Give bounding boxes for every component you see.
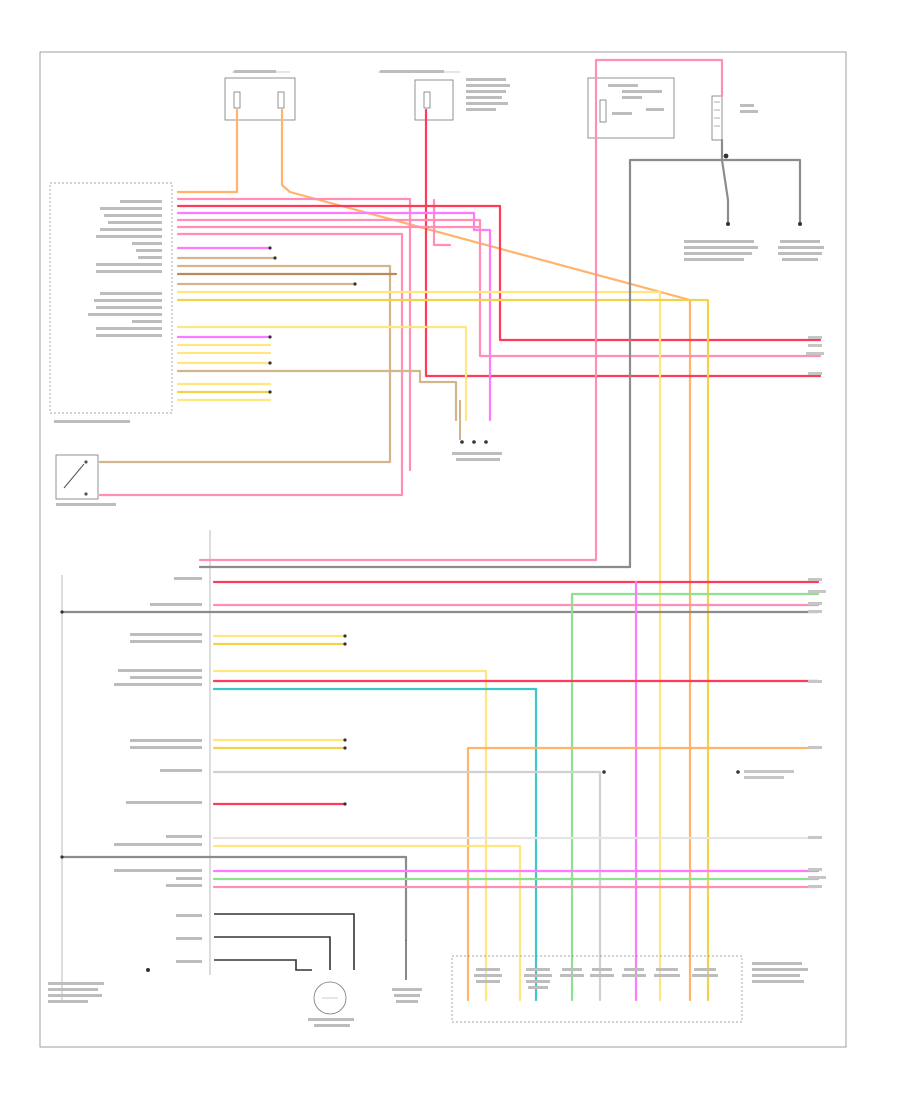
wire-pcm-dark-4 (214, 936, 331, 970)
wire-red-loop-pdb (594, 58, 724, 142)
wire-dark-ground-b (720, 158, 802, 224)
wire-row-19-tan (176, 369, 458, 422)
wire-row-1-pink (176, 197, 412, 472)
wire-row-14-yellow (176, 325, 468, 422)
bottom-sensor-labels (474, 962, 808, 989)
pcm-pin-labels (48, 577, 202, 1003)
wire-orange-fuse-a (176, 108, 239, 194)
wire-orange-fuse-b (280, 108, 692, 1002)
control-module-pin-labels (54, 200, 162, 423)
battery (711, 95, 723, 141)
control-module-box (49, 182, 173, 414)
switch-icon (55, 454, 116, 506)
wire-pink-run-branch (432, 198, 452, 247)
power-distribution-box (587, 77, 675, 139)
fuse-block-hot-at-all-times (224, 71, 296, 121)
motor-icon (308, 981, 354, 1027)
wire-row-4-pink (176, 218, 822, 358)
data-link-connector (452, 400, 502, 461)
wire-pcm-dark-3 (214, 913, 355, 970)
wire-pcm-gray-thin (212, 770, 602, 1002)
wire-dark-ground-a (720, 158, 730, 224)
wire-pcm-yellow-5 (212, 844, 522, 1002)
wire-row-9-tan (98, 264, 392, 464)
wire-row-13-yellow (176, 298, 710, 1002)
wire-pcm-green-top (570, 592, 820, 1002)
wire-pcm-cyan (212, 687, 538, 1002)
diagram-frame (39, 51, 847, 1048)
wire-dark-battery-ground (198, 138, 724, 569)
top-label-bars (234, 70, 824, 261)
bottom-sensor-box (451, 955, 743, 1023)
wire-row-3-violet (176, 211, 492, 422)
wire-pcm-dark-5 (214, 959, 312, 971)
wire-pcm-yellow-long (212, 669, 488, 1002)
wire-row-12-yellow (176, 290, 662, 1002)
right-edge-labels (744, 336, 826, 888)
wire-pcm-orange-right (466, 746, 820, 1002)
splice-dots-upper (268, 246, 357, 394)
wire-pcm-dark-2 (60, 855, 408, 942)
wire-row-6-pink (98, 232, 404, 497)
ground-dots-upper (723, 153, 802, 226)
ground-icon (392, 940, 422, 1003)
wire-red-run (424, 108, 822, 378)
wire-red-pdb-down (198, 138, 598, 562)
fuse-block-hot-in-run-start (378, 71, 460, 121)
splice-dots-lower (60, 610, 740, 972)
